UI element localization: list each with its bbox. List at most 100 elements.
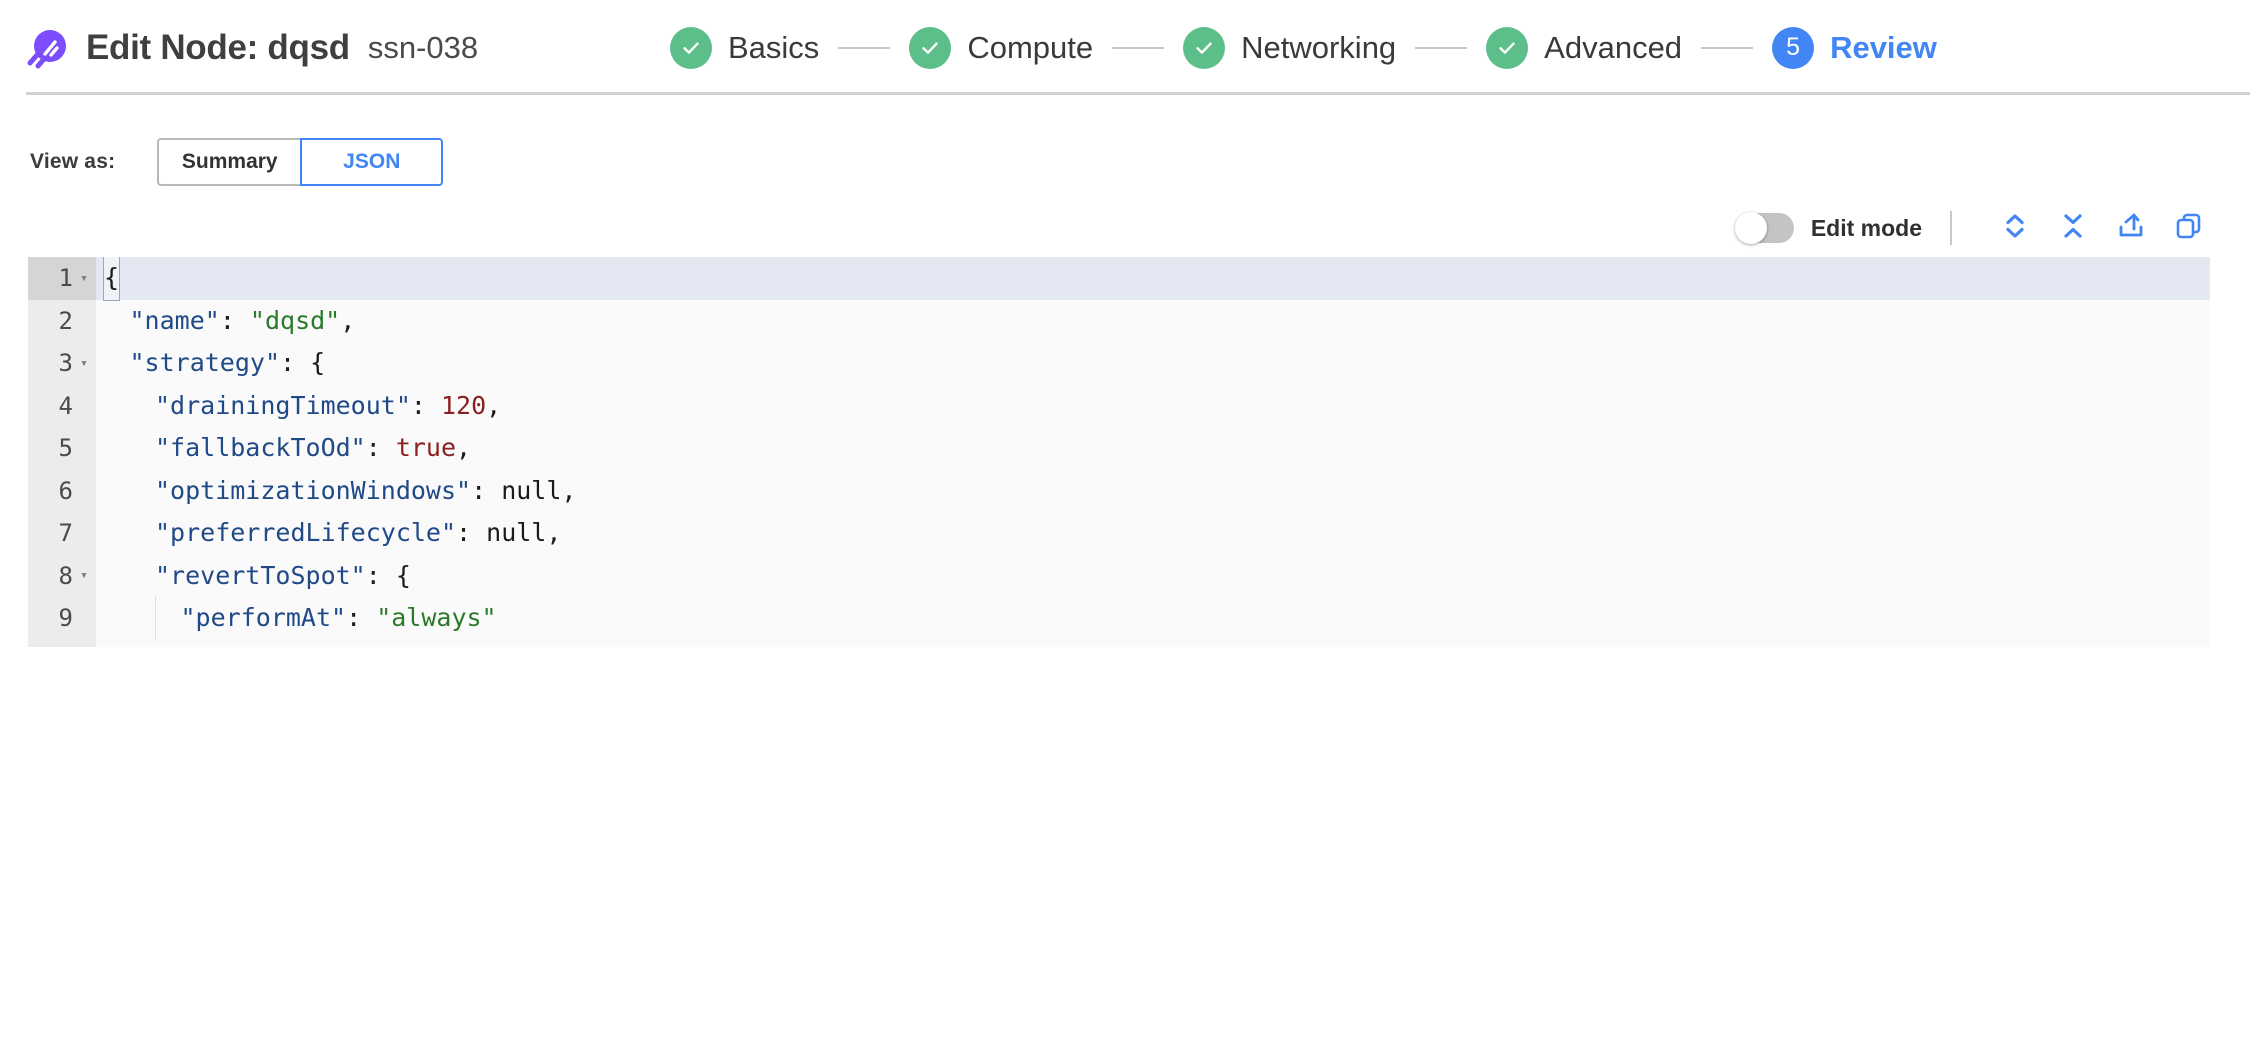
code-token-null: null — [501, 475, 562, 505]
code-line[interactable]: 9▾"performAt": "always" — [28, 597, 2210, 640]
view-as-label: View as: — [30, 150, 116, 173]
code-token-punct: , — [456, 433, 472, 462]
code-token-key: "strategy" — [129, 348, 281, 377]
step-networking-label: Networking — [1241, 29, 1397, 65]
fold-toggle-icon[interactable]: ▾ — [80, 568, 88, 584]
code-line[interactable]: 1 ▾ { — [28, 257, 2210, 301]
fold-toggle-icon[interactable]: ▾ — [80, 355, 88, 371]
step-review-number: 5 — [1786, 33, 1801, 61]
code-line[interactable]: 4▾"drainingTimeout": 120, — [28, 384, 2210, 427]
chevrons-expand-icon — [2000, 209, 2030, 248]
line-number: 10 — [44, 640, 73, 648]
export-share-icon — [2115, 210, 2147, 247]
step-connector — [838, 46, 891, 49]
code-line[interactable]: 2▾"name": "dqsd", — [28, 299, 2210, 343]
step-basics-check-icon — [670, 26, 712, 69]
page-header: Edit Node: dqsd ssn-038 Basics Compute — [0, 0, 2250, 95]
step-networking[interactable]: Networking — [1183, 26, 1397, 69]
view-as-json-button[interactable]: JSON — [300, 138, 444, 186]
code-line[interactable]: 8▾"revertToSpot": { — [28, 554, 2210, 598]
step-advanced[interactable]: Advanced — [1486, 26, 1682, 69]
line-gutter: 8▾ — [28, 554, 96, 597]
code-token-key: "performAt" — [180, 603, 347, 632]
code-token-key: "revertToSpot" — [155, 560, 366, 590]
chevrons-collapse-icon — [2058, 209, 2088, 248]
code-text: } — [96, 640, 2210, 648]
step-compute-check-icon — [909, 26, 952, 69]
code-token-punct: , — [340, 305, 356, 335]
code-token-punct: : — [456, 518, 487, 547]
code-token-punct: : — [471, 475, 502, 505]
step-connector — [1415, 46, 1468, 49]
line-number: 1 — [58, 264, 73, 292]
code-text: "name": "dqsd", — [96, 300, 2210, 343]
code-token-punct: : — [219, 305, 250, 335]
json-code-editor[interactable]: 1▾{2▾"name": "dqsd",3▾"strategy": {4▾"dr… — [28, 257, 2210, 647]
view-as-segmented-control: Summary JSON — [157, 138, 444, 186]
code-token-key: "name" — [129, 305, 220, 335]
step-connector — [1701, 46, 1754, 49]
code-token-str: "dqsd" — [249, 305, 341, 335]
step-networking-check-icon — [1183, 26, 1226, 69]
code-line[interactable]: 6▾"optimizationWindows": null, — [28, 469, 2210, 512]
code-token-punct: , — [561, 475, 577, 505]
view-as-summary-button[interactable]: Summary — [157, 138, 301, 186]
code-token-key: "drainingTimeout" — [155, 390, 411, 420]
step-connector — [1112, 46, 1165, 49]
step-compute-label: Compute — [967, 29, 1094, 65]
edit-mode-label: Edit mode — [1810, 214, 1922, 241]
line-number: 3 — [58, 349, 73, 377]
title-block: Edit Node: dqsd ssn-038 — [0, 25, 670, 71]
view-as-row: View as: Summary JSON — [0, 95, 2250, 187]
line-number: 5 — [58, 434, 73, 462]
collapse-all-button[interactable] — [2052, 207, 2094, 249]
code-text: "fallbackToOd": true, — [96, 427, 2210, 470]
line-gutter: 10▾ — [28, 639, 96, 648]
code-token-punct: : { — [280, 348, 326, 377]
code-line[interactable]: 5▾"fallbackToOd": true, — [28, 427, 2210, 470]
editor-toolbar: Edit mode — [0, 199, 2250, 257]
code-token-bool: true — [395, 433, 457, 462]
code-text: "strategy": { — [96, 342, 2210, 385]
line-gutter: 9▾ — [28, 597, 96, 640]
step-review[interactable]: 5 Review — [1772, 26, 1937, 69]
export-button[interactable] — [2110, 207, 2152, 249]
code-line[interactable]: 3 ▾ "strategy": { — [28, 342, 2210, 385]
step-review-number-badge: 5 — [1772, 26, 1815, 69]
fold-toggle-icon[interactable]: ▾ — [80, 270, 88, 286]
code-token-null: null — [486, 518, 547, 547]
code-token-punct: , — [546, 518, 562, 547]
code-token-punct: : — [365, 433, 396, 462]
code-text: "revertToSpot": { — [96, 555, 2210, 598]
line-gutter: 5▾ — [28, 427, 96, 470]
step-review-label: Review — [1830, 29, 1937, 65]
code-text: "performAt": "always" — [96, 597, 2210, 640]
wizard-stepper: Basics Compute Networking — [670, 26, 2250, 69]
code-text: { — [96, 257, 2210, 301]
code-token-punct: : — [346, 603, 377, 632]
line-number: 7 — [58, 519, 73, 547]
line-number: 9 — [58, 604, 73, 632]
indent-guide — [155, 597, 156, 640]
code-line[interactable]: 10▾} — [28, 639, 2210, 648]
code-token-key: "preferredLifecycle" — [155, 518, 457, 547]
code-text: "preferredLifecycle": null, — [96, 512, 2210, 555]
line-number: 2 — [58, 306, 73, 335]
step-advanced-check-icon — [1486, 26, 1529, 69]
spot-logo-icon — [24, 25, 70, 71]
code-body: 1▾{2▾"name": "dqsd",3▾"strategy": {4▾"dr… — [28, 257, 2210, 647]
code-token-punct: , — [486, 390, 502, 420]
toolbar-divider — [1950, 211, 1952, 245]
step-basics[interactable]: Basics — [670, 26, 819, 69]
line-gutter: 7▾ — [28, 512, 96, 555]
code-token-punct: { — [102, 257, 121, 301]
copy-button[interactable] — [2168, 207, 2210, 249]
edit-mode-toggle[interactable] — [1734, 212, 1794, 244]
code-token-key: "fallbackToOd" — [155, 433, 366, 462]
line-gutter: 6▾ — [28, 469, 96, 512]
code-line[interactable]: 7▾"preferredLifecycle": null, — [28, 512, 2210, 555]
edit-mode-toggle-knob — [1734, 212, 1767, 244]
code-token-punct: } — [155, 640, 170, 648]
expand-all-button[interactable] — [1994, 207, 2036, 249]
step-compute[interactable]: Compute — [909, 26, 1094, 69]
